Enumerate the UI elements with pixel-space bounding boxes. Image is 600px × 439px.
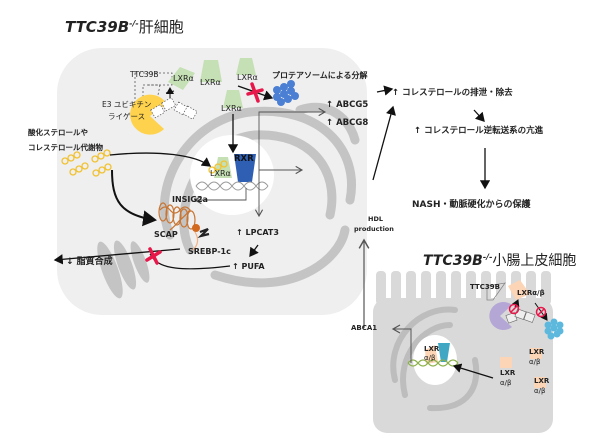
- proteasome-degradation-label: プロテアソームによる分解: [272, 71, 368, 80]
- ttc39b-label: TTC39B: [130, 70, 159, 79]
- scap-label: SCAP: [154, 230, 178, 239]
- intestine-lxr-free-2-line1: LXR: [500, 369, 516, 377]
- liver-cell-title: TTC39B-/-肝細胞: [65, 16, 184, 37]
- hdl-label-line1: HDL: [368, 215, 383, 223]
- block-x-proteasome: [246, 82, 264, 103]
- abcg5-label: ↑ ABCG5: [326, 100, 369, 110]
- ub-chain-liver: [150, 97, 198, 120]
- lipid-synthesis-label: ↓ 脂質合成: [66, 257, 113, 267]
- protection-label: NASH・動脈硬化からの保護: [412, 200, 531, 210]
- dna-helix-intestine: [407, 359, 459, 367]
- rxr-shape: [234, 154, 256, 182]
- oxysterol-label-line2: コレステロール代謝物: [28, 143, 103, 152]
- lxr-label-2: LXRα: [200, 78, 221, 87]
- intestine-ttc39b-label: TTC39B: [470, 283, 500, 291]
- scap-shape: [159, 206, 191, 231]
- scap-coils: [158, 202, 196, 230]
- intestinal-cell-title: TTC39B-/-小腸上皮細胞: [423, 250, 576, 270]
- e3-ligase-shape: [130, 94, 167, 135]
- liver-title-sup: -/-: [129, 19, 139, 28]
- intestine-title-suffix: 小腸上皮細胞: [492, 253, 577, 269]
- intestine-nuclear-lxr-line2: α/β: [424, 354, 436, 362]
- intestine-lxr-free-3-line1: LXR: [534, 377, 550, 385]
- intestine-e3-shape: [489, 301, 512, 331]
- block-x-lipid: [145, 247, 162, 265]
- intestine-ttc39b-shape: [486, 282, 506, 301]
- intestine-lxr-free-1-line1: LXR: [529, 348, 545, 356]
- insig2a-label: INSIG2a: [172, 195, 208, 204]
- hdl-label-line2: production: [354, 225, 394, 233]
- reverse-transport-label: ↑ コレステロール逆転送系の亢進: [414, 126, 544, 136]
- insig-z-shape: [197, 227, 210, 239]
- oxysterol-molecules: [61, 149, 228, 177]
- intestine-lxr-peach: [425, 345, 438, 364]
- cholesterol-excretion-label: ↑ コレステロールの排泄・除去: [392, 88, 513, 98]
- intestine-title-gene: TTC39B: [423, 253, 483, 269]
- e3-ligase-label-line2: ライゲース: [108, 112, 146, 121]
- lxr-label-4: LXRα: [221, 104, 242, 113]
- rxr-label: RXR: [234, 154, 254, 164]
- gene-output-arrows: [193, 107, 327, 218]
- abcg8-label: ↑ ABCG8: [326, 118, 369, 128]
- dna-helix-liver: [195, 181, 269, 191]
- lxr-label-3: LXRα: [237, 73, 258, 82]
- intestine-rxr-teal: [438, 343, 450, 362]
- abca1-label: ABCA1: [351, 324, 378, 332]
- no-entry-icons: [508, 303, 547, 318]
- liver-title-suffix: 肝細胞: [138, 18, 184, 36]
- lxr-label-1: LXRα: [173, 74, 194, 83]
- liver-title-gene: TTC39B: [65, 18, 130, 36]
- intestine-lxr-free-3-line2: α/β: [534, 387, 546, 395]
- lxr-label-nucleus: LXRα: [210, 169, 231, 178]
- oxysterol-label-line1: 酸化ステロールや: [28, 128, 88, 137]
- lpcat3-label: ↑ LPCAT3: [236, 228, 279, 237]
- intestine-nuclear-lxr-line1: LXR: [424, 345, 440, 353]
- intestine-lxr-free-2-line2: α/β: [500, 379, 512, 387]
- srebp-head: [192, 224, 200, 232]
- proteasome-icon: [273, 80, 299, 106]
- intestine-er-shape: [390, 306, 480, 412]
- intestine-proteasome-icon: [544, 318, 564, 340]
- pufa-label: ↑ PUFA: [232, 262, 265, 271]
- intestine-lxrab-shape: [508, 280, 530, 300]
- intestine-lxrab-label: LXRα/β: [517, 289, 545, 297]
- e3-ligase-label-line1: E3 ユビキチン: [102, 100, 152, 109]
- endoplasmic-reticulum-shape: [159, 102, 360, 288]
- intestine-lxr-free-1-line2: α/β: [529, 358, 541, 366]
- intestine-title-sup: -/-: [482, 252, 493, 262]
- intestine-lxr-bg: [500, 348, 546, 388]
- srebp-1c-label: SREBP-1c: [188, 247, 231, 256]
